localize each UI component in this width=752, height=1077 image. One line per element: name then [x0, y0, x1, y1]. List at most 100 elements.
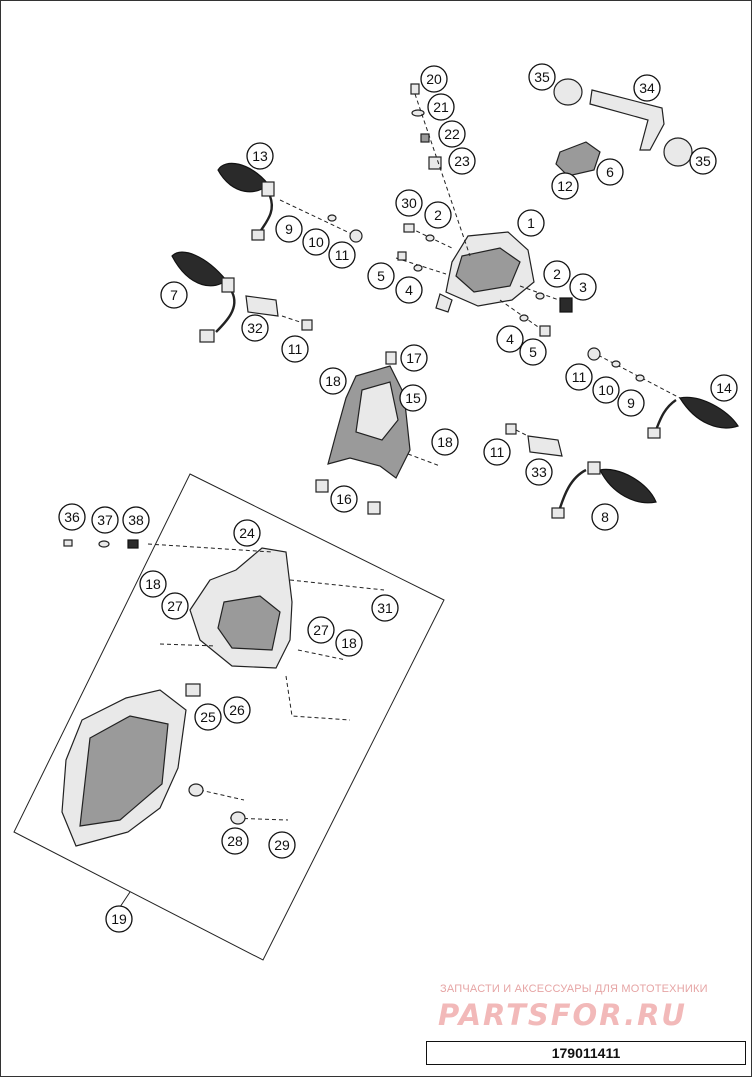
callout-circle [371, 594, 399, 622]
callout-number: 20 [426, 71, 442, 87]
callout-17: 17 [400, 344, 428, 372]
callout-circle [122, 506, 150, 534]
callout-36: 36 [58, 503, 86, 531]
callout-circle [431, 428, 459, 456]
callout-11: 11 [328, 241, 356, 269]
callout-number: 25 [200, 709, 216, 725]
callout-28: 28 [221, 827, 249, 855]
callout-number: 22 [444, 126, 460, 142]
callout-circle [424, 201, 452, 229]
callout-circle [241, 314, 269, 342]
callout-30: 30 [395, 189, 423, 217]
callout-21: 21 [427, 93, 455, 121]
callout-circle [400, 344, 428, 372]
callout-14: 14 [710, 374, 738, 402]
headlight-housing [147, 543, 385, 721]
callout-number: 19 [111, 911, 127, 927]
callout-circle [319, 367, 347, 395]
callout-circle [335, 629, 363, 657]
callout-number: 2 [434, 207, 442, 223]
headlight-bracket [315, 351, 441, 515]
callout-circle [565, 363, 593, 391]
callout-number: 36 [64, 509, 80, 525]
callout-10: 10 [302, 228, 330, 256]
callout-number: 28 [227, 833, 243, 849]
callout-circle [395, 189, 423, 217]
callout-18: 18 [335, 629, 363, 657]
callout-7: 7 [160, 281, 188, 309]
callout-circle [596, 158, 624, 186]
callout-circle [105, 905, 133, 933]
document-number: 179011411 [551, 1045, 621, 1061]
callout-34: 34 [633, 74, 661, 102]
callout-4: 4 [395, 276, 423, 304]
callout-2: 2 [543, 260, 571, 288]
callout-circle [221, 827, 249, 855]
callout-number: 7 [170, 287, 178, 303]
callout-24: 24 [233, 519, 261, 547]
callout-circle [420, 65, 448, 93]
callout-26: 26 [223, 696, 251, 724]
callout-circle [281, 335, 309, 363]
callout-33: 33 [525, 458, 553, 486]
callout-11: 11 [281, 335, 309, 363]
callout-1: 1 [517, 209, 545, 237]
callout-number: 14 [716, 380, 732, 396]
callout-circle [525, 458, 553, 486]
sensor-housing [555, 141, 601, 177]
callout-number: 30 [401, 195, 417, 211]
callout-35: 35 [528, 63, 556, 91]
callout-number: 27 [167, 598, 183, 614]
callout-27: 27 [161, 592, 189, 620]
callout-number: 6 [606, 164, 614, 180]
callout-37: 37 [91, 506, 119, 534]
callout-number: 10 [308, 234, 324, 250]
callout-8: 8 [591, 503, 619, 531]
document-number-box: 179011411 [426, 1041, 746, 1065]
callout-19: 19 [105, 905, 133, 933]
callout-number: 5 [529, 344, 537, 360]
callout-number: 16 [336, 491, 352, 507]
callout-number: 27 [313, 622, 329, 638]
callout-13: 13 [246, 142, 274, 170]
callout-number: 2 [553, 266, 561, 282]
callout-number: 35 [695, 153, 711, 169]
callout-number: 26 [229, 702, 245, 718]
callout-circle [528, 63, 556, 91]
callout-number: 18 [437, 434, 453, 450]
headlight-fasteners [63, 539, 139, 549]
headlight-lens [61, 683, 289, 847]
turn-signal-front-right [587, 347, 739, 439]
callout-circle [496, 325, 524, 353]
callout-circle [328, 241, 356, 269]
callout-number: 33 [531, 464, 547, 480]
callout-circle [330, 485, 358, 513]
callout-circle [233, 519, 261, 547]
callout-10: 10 [592, 376, 620, 404]
callout-number: 35 [534, 69, 550, 85]
callout-circle [569, 273, 597, 301]
callout-number: 17 [406, 350, 422, 366]
callout-number: 9 [285, 221, 293, 237]
turn-signal-rear-right [505, 423, 657, 519]
callout-circle [275, 215, 303, 243]
callout-22: 22 [438, 120, 466, 148]
callout-circle [427, 93, 455, 121]
callout-circle [395, 276, 423, 304]
callout-circle [633, 74, 661, 102]
callout-circle [543, 260, 571, 288]
callout-20: 20 [420, 65, 448, 93]
callout-number: 4 [506, 331, 514, 347]
callout-circle [592, 376, 620, 404]
callout-2: 2 [424, 201, 452, 229]
callout-circle [194, 703, 222, 731]
callout-circle [160, 281, 188, 309]
callout-9: 9 [275, 215, 303, 243]
callout-circle [710, 374, 738, 402]
callout-number: 31 [377, 600, 393, 616]
callout-25: 25 [194, 703, 222, 731]
turn-signal-rear-left [171, 251, 313, 343]
callout-number: 5 [377, 268, 385, 284]
callout-27: 27 [307, 616, 335, 644]
callout-circle [367, 262, 395, 290]
